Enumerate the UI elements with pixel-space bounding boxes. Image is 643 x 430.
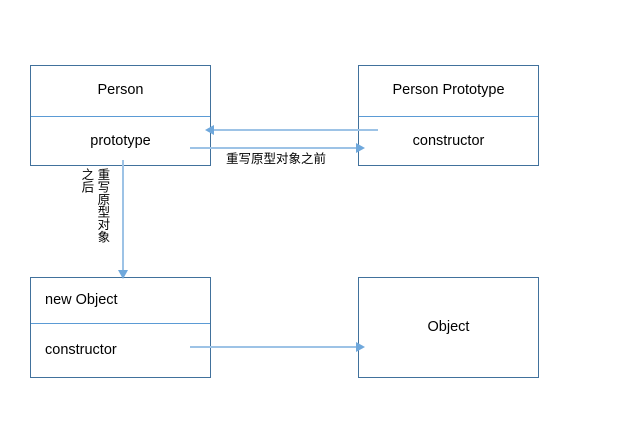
class-member-prototype: prototype xyxy=(90,132,151,149)
edge-person-to-prototype-arrowhead xyxy=(356,143,365,153)
edge-prototype-to-person-arrowhead xyxy=(205,125,214,135)
edge-prototype-to-new-object-arrowhead xyxy=(118,270,128,279)
edge-person-to-prototype-line xyxy=(190,147,358,149)
class-name-new-object: new Object xyxy=(45,291,118,308)
class-name-object: Object xyxy=(427,319,470,336)
class-divider xyxy=(31,323,210,324)
class-divider xyxy=(31,116,210,117)
edge-constructor-to-object-line xyxy=(190,346,358,348)
class-name-person-prototype: Person Prototype xyxy=(392,82,505,99)
uml-class-box-person[interactable]: Person prototype xyxy=(30,65,211,166)
class-member-constructor: constructor xyxy=(45,342,117,359)
uml-class-box-object[interactable]: Object xyxy=(358,277,539,378)
uml-class-box-new-object[interactable]: new Object constructor xyxy=(30,277,211,378)
uml-class-box-person-prototype[interactable]: Person Prototype constructor xyxy=(358,65,539,166)
edge-prototype-to-person-line xyxy=(207,129,378,131)
class-member-constructor: constructor xyxy=(412,132,485,149)
edge-label-after-overwrite-column-1: 重写原型对象 xyxy=(95,168,110,243)
edge-label-after-overwrite-column-2: 之后 xyxy=(79,168,94,193)
edge-constructor-to-object-arrowhead xyxy=(356,342,365,352)
class-name-person: Person xyxy=(97,82,144,99)
class-divider xyxy=(359,116,538,117)
edge-label-before-overwrite: 重写原型对象之前 xyxy=(226,152,327,166)
edge-prototype-to-new-object-line xyxy=(122,160,124,273)
